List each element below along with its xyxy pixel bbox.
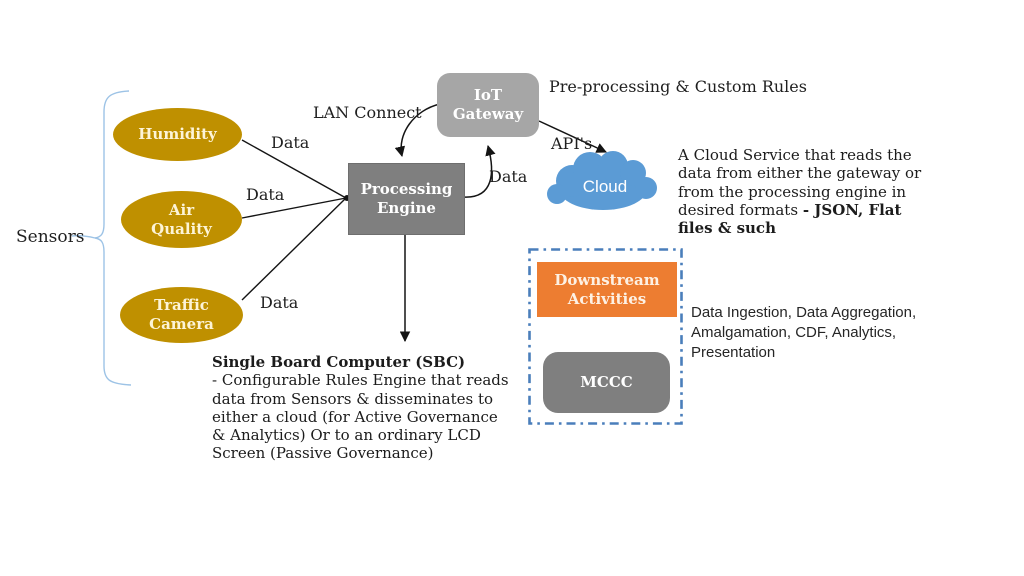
preprocessing-annotation: Pre-processing & Custom Rules [549,77,807,96]
cloud-node-label: Cloud [582,177,628,197]
iot-gateway-node: IoT Gateway [437,73,539,137]
cloud-service-note-text: A Cloud Service that reads the data from… [678,146,922,219]
edge-humidity-to-engine [241,139,347,199]
edge-engine-to-gateway [462,144,496,198]
downstream-detail-note: Data Ingestion, Data Aggregation, Amalga… [691,304,917,361]
sbc-note-body: - Configurable Rules Engine that reads d… [212,371,509,463]
sensors-brace-connector [71,234,96,239]
cloud-shape [547,151,657,210]
sensor-node-humidity: Humidity [113,108,242,161]
downstream-container-border [528,248,683,425]
downstream-activities-node: Downstream Activities [537,262,677,317]
edge-gateway-to-cloud [538,120,607,153]
edge-airquality-to-engine [241,197,347,219]
mccc-node: MCCC [543,352,670,413]
sbc-note-title: Single Board Computer (SBC) [212,353,466,371]
edge-label-apis: API's [551,134,593,153]
sbc-note: Single Board Computer (SBC) - Configurab… [212,353,514,463]
edge-label-traffic-data: Data [260,293,299,312]
edge-gateway-to-engine [394,103,441,158]
edge-label-humidity-data: Data [271,133,310,152]
sensors-group-label: Sensors [16,227,85,247]
edge-label-lan-connect: LAN Connect [313,103,422,122]
cloud-service-note: A Cloud Service that reads the data from… [678,146,938,237]
sensor-node-air-quality: Air Quality [121,191,242,248]
processing-engine-node: Processing Engine [348,163,465,235]
edge-label-engine-gateway-data: Data [489,167,528,186]
cloud-service-note-bold: - JSON, Flat files & such [678,200,902,238]
edge-label-airquality-data: Data [246,185,285,204]
sensor-node-traffic-camera: Traffic Camera [120,287,243,343]
edge-traffic-to-engine [241,197,347,301]
